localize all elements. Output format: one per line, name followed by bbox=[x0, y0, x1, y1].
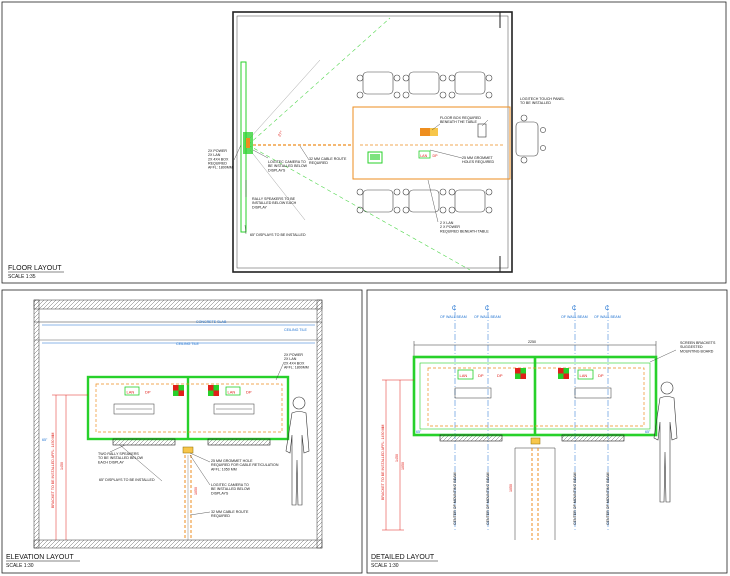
detailed-displays bbox=[412, 355, 658, 437]
wall-beam-label-4: OF WALL BEAM bbox=[594, 315, 621, 319]
det-dp-label-3: DP bbox=[598, 373, 604, 378]
det-beam-label-3: CENTER OF MOUNTING BEAM bbox=[573, 472, 577, 525]
floor-display-wall bbox=[240, 61, 253, 233]
floor-layout-panel: 27° LAN DP bbox=[1, 1, 727, 284]
floor-note-displays: 65" DISPLAYS TO BE INSTALLED bbox=[250, 233, 306, 237]
camera-angle-marker: 27° bbox=[277, 129, 285, 137]
det-beam-label-4: CENTER OF MOUNTING BEAM bbox=[606, 472, 610, 525]
det-lan-label-2: LAN bbox=[580, 373, 588, 378]
det-beam-label-2: CENTER OF MOUNTING BEAM bbox=[486, 472, 490, 525]
detailed-layout-panel: ₵ ₵ ₵ ₵ OF WALL BEAM OF WALL BEAM OF WAL… bbox=[366, 289, 728, 574]
floor-lan-label: LAN bbox=[420, 154, 427, 158]
wall-beam-label-2: OF WALL BEAM bbox=[474, 315, 501, 319]
svg-text:₵: ₵ bbox=[572, 305, 577, 312]
elev-camera bbox=[182, 446, 194, 454]
det-angle-right: 65" bbox=[645, 430, 651, 434]
wall-beam-label-3: OF WALL BEAM bbox=[561, 315, 588, 319]
elev-dp-label-2: DP bbox=[246, 389, 252, 394]
det-dp-label-2: DP bbox=[497, 373, 503, 378]
touch-panel-icon bbox=[477, 123, 487, 138]
det-lan-label-1: LAN bbox=[460, 373, 468, 378]
svg-text:₵: ₵ bbox=[485, 305, 490, 312]
conference-table bbox=[352, 106, 511, 180]
ceiling-label-2: CEILING TILE bbox=[176, 342, 200, 346]
det-camera bbox=[530, 437, 541, 445]
floor-layout-scale: SCALE 1:35 bbox=[8, 274, 36, 280]
det-bracket-label: BRACKET TO BE INSTALLED AFFL: 1450 MM bbox=[381, 425, 385, 500]
chairs-bottom-row bbox=[356, 188, 493, 214]
svg-text:₵: ₵ bbox=[452, 305, 457, 312]
concrete-slab bbox=[33, 299, 323, 310]
floor-dp-label: DP bbox=[433, 154, 439, 158]
floor-slab bbox=[33, 539, 323, 549]
elev-note-displays: 65" DISPLAYS TO BE INSTALLED bbox=[99, 478, 155, 482]
det-human-figure bbox=[653, 381, 678, 503]
det-height3-dim: 1050 bbox=[509, 484, 513, 492]
elevation-layout-title: ELEVATION LAYOUT bbox=[6, 554, 74, 561]
ceiling-label: CEILING TILE bbox=[284, 328, 308, 332]
elev-human-figure bbox=[285, 396, 310, 506]
elevation-displays bbox=[86, 375, 290, 441]
camera-view-cone bbox=[247, 17, 471, 271]
floor-box bbox=[420, 128, 430, 136]
detailed-speakers bbox=[439, 434, 625, 442]
concrete-slab-label: CONCRETE SLAB bbox=[196, 320, 227, 324]
elevation-layout-panel: CONCRETE SLAB CEILING TILE CEILING TILE … bbox=[1, 289, 363, 574]
elev-dp-label-1: DP bbox=[145, 389, 151, 394]
floor-room-walls bbox=[232, 11, 513, 273]
chairs-top-row bbox=[356, 71, 493, 99]
elev-angle-left: 65" bbox=[42, 438, 48, 442]
det-beam-label-1: CENTER OF MOUNTING BEAM bbox=[453, 472, 457, 525]
wall-beam-centerlines bbox=[454, 312, 609, 530]
wall-beam-label-1: OF WALL BEAM bbox=[440, 315, 467, 319]
head-chair bbox=[515, 114, 546, 164]
elev-height-dim: 1450 bbox=[60, 462, 64, 470]
det-height2-dim: 1050 bbox=[401, 462, 405, 470]
det-height-dim: 1450 bbox=[395, 454, 399, 462]
svg-text:₵: ₵ bbox=[605, 305, 610, 312]
elev-height2-dim: 1050 bbox=[194, 487, 198, 495]
detailed-layout-title: DETAILED LAYOUT bbox=[371, 554, 435, 561]
elevation-layout-scale: SCALE 1:30 bbox=[6, 563, 34, 569]
elev-lan-label-1: LAN bbox=[127, 389, 135, 394]
floor-layout-title: FLOOR LAYOUT bbox=[8, 265, 62, 272]
elevation-speakers bbox=[112, 438, 271, 446]
table-laptop-icon bbox=[367, 151, 383, 164]
elev-lan-label-2: LAN bbox=[228, 389, 236, 394]
detailed-width-dim: 2250 bbox=[528, 340, 536, 344]
detailed-layout-scale: SCALE 1:30 bbox=[371, 563, 399, 569]
det-angle-left: 65" bbox=[416, 430, 422, 434]
det-dp-label-1: DP bbox=[478, 373, 484, 378]
elev-bracket-label: BRACKET TO BE INSTALLED AFFL: 1450 MM bbox=[51, 433, 55, 508]
